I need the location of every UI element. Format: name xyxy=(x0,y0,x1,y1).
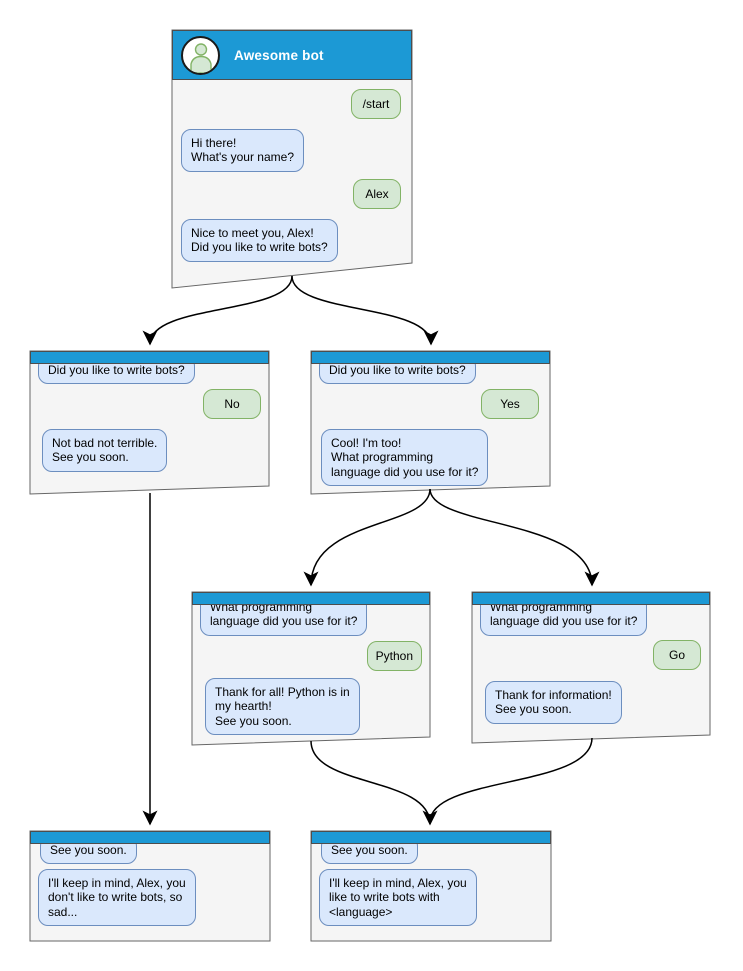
bot-message-bubble: Thank for all! Python is in my hearth! S… xyxy=(205,678,360,736)
window-end-no-header xyxy=(30,831,270,844)
bot-message-bubble: Not bad not terrible. See you soon. xyxy=(42,429,168,472)
arrow-python-to-end xyxy=(310,740,438,826)
user-message-bubble: Python xyxy=(366,641,422,671)
bot-message-bubble: Hi there! What's your name? xyxy=(181,129,305,172)
arrow-yes-to-go xyxy=(429,488,600,587)
bot-name: Awesome bot xyxy=(234,47,324,63)
window-yes-header xyxy=(311,351,550,364)
window-python-header xyxy=(192,592,430,605)
bot-avatar xyxy=(181,35,220,75)
user-message-bubble: Yes xyxy=(481,389,539,419)
arrow-start-to-no xyxy=(142,275,293,346)
window-end-language-header xyxy=(311,831,551,844)
bot-message-bubble: I'll keep in mind, Alex, you don't like … xyxy=(38,869,196,927)
arrow-yes-to-python xyxy=(303,488,431,587)
bot-message-bubble: Cool! I'm too! What programming language… xyxy=(321,429,489,487)
arrow-go-to-end xyxy=(429,737,593,823)
window-no-header xyxy=(30,351,269,364)
window-go-header xyxy=(472,592,710,605)
bot-message-bubble: Thank for information! See you soon. xyxy=(485,681,622,724)
user-message-bubble: /start xyxy=(351,89,401,119)
user-message-bubble: Go xyxy=(653,640,701,670)
chat-header: Awesome bot xyxy=(172,30,412,80)
bot-message-bubble: I'll keep in mind, Alex, you like to wri… xyxy=(319,869,477,927)
person-icon xyxy=(189,42,212,73)
user-message-bubble: Alex xyxy=(353,179,401,209)
bot-message-bubble: Nice to meet you, Alex! Did you like to … xyxy=(181,219,338,262)
arrow-start-to-yes xyxy=(291,275,439,346)
user-message-bubble: No xyxy=(203,389,261,419)
